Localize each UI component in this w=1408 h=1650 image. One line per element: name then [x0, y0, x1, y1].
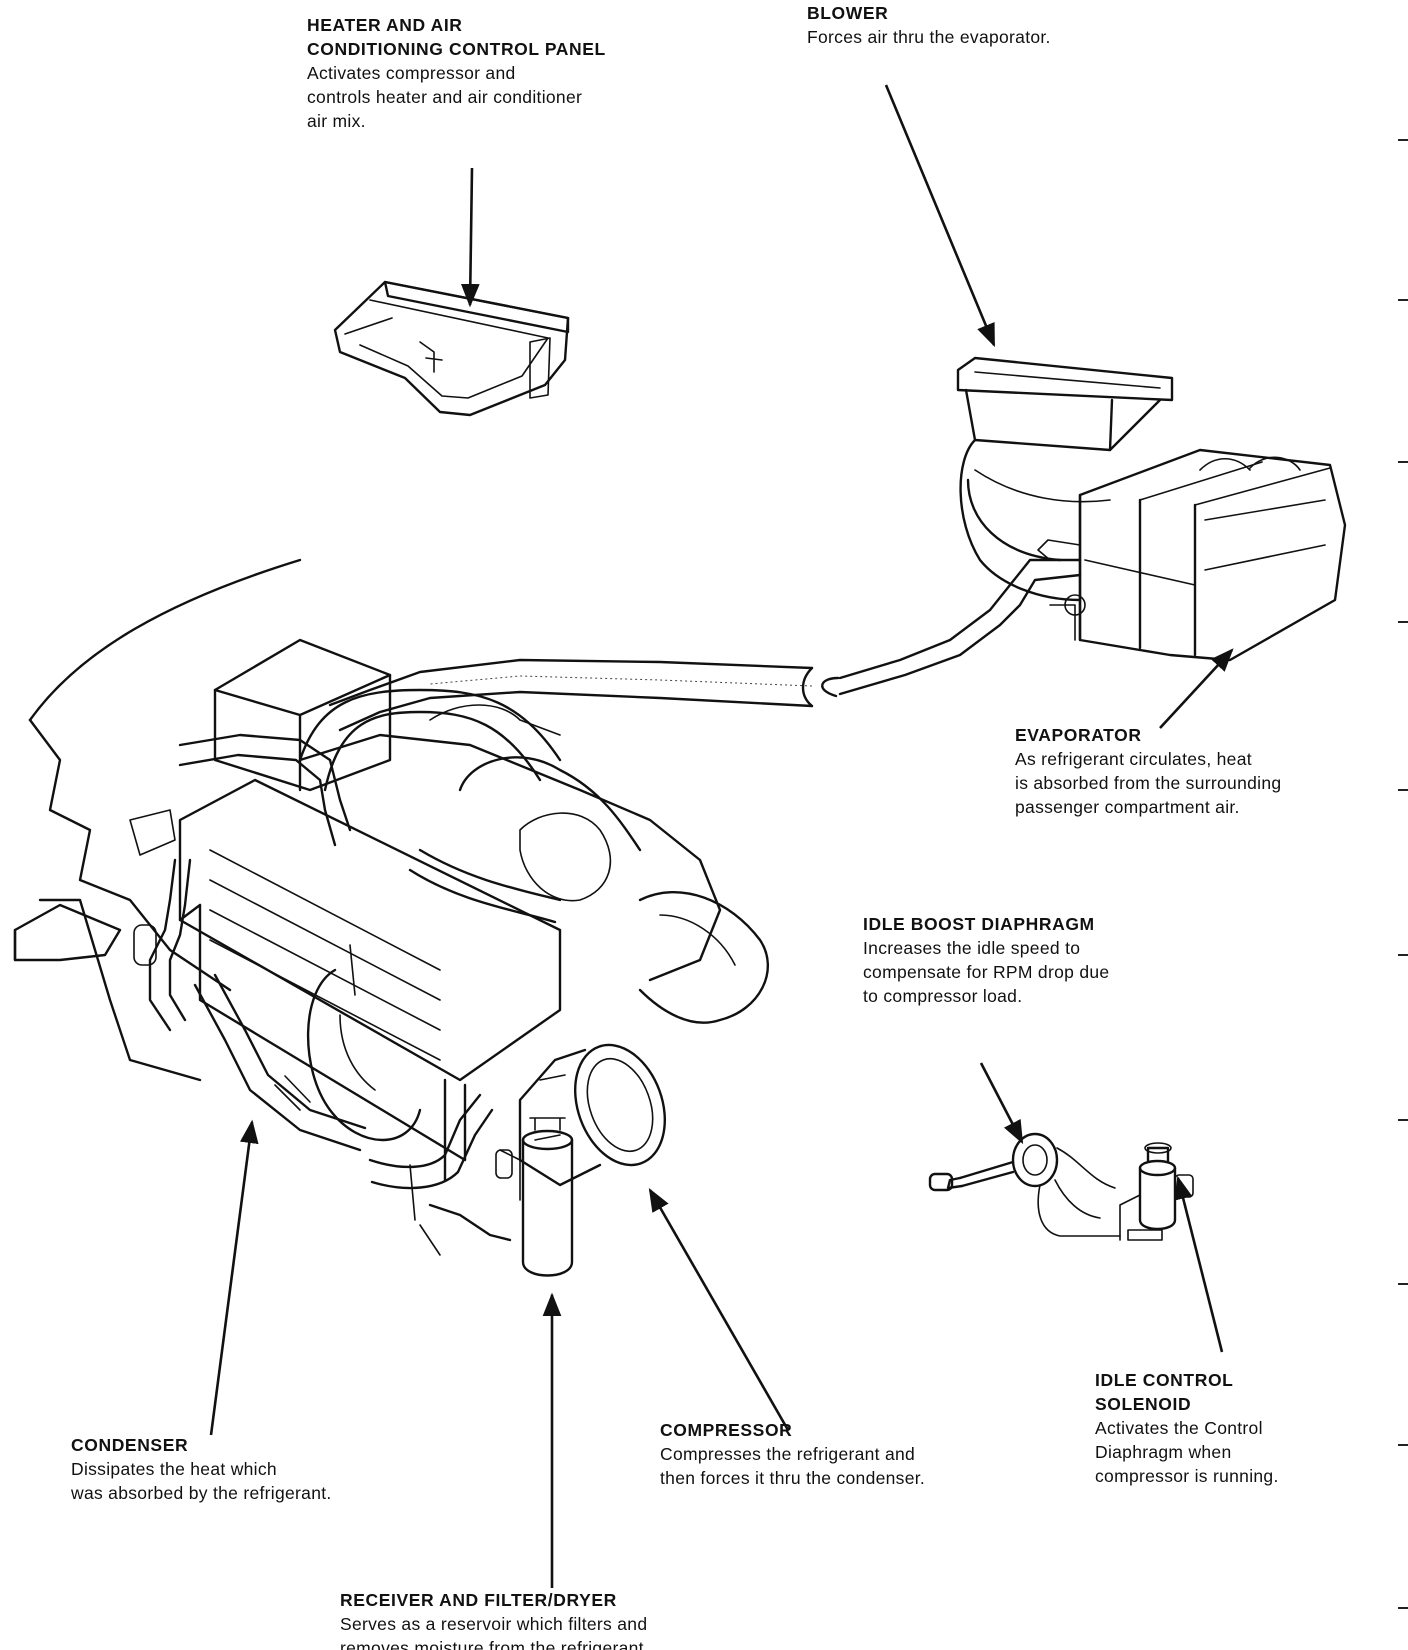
idle-solenoid-title-1: IDLE CONTROL	[1095, 1370, 1234, 1390]
evaporator-title: EVAPORATOR	[1015, 725, 1142, 745]
evaporator-desc-2: is absorbed from the surrounding	[1015, 773, 1282, 793]
margin-ticks	[1398, 139, 1408, 1609]
idle-solenoid-title-2: SOLENOID	[1095, 1394, 1192, 1414]
idle-boost-label: IDLE BOOST DIAPHRAGM Increases the idle …	[863, 912, 1203, 1008]
receiver-dryer-drawing	[495, 1117, 574, 1277]
compressor-desc-1: Compresses the refrigerant and	[660, 1444, 916, 1464]
idle-boost-desc-3: to compressor load.	[863, 986, 1023, 1006]
evaporator-label: EVAPORATOR As refrigerant circulates, he…	[1015, 723, 1375, 819]
compressor-drawing	[518, 1043, 667, 1187]
blower-label: BLOWER Forces air thru the evaporator.	[807, 1, 1147, 49]
control-panel-drawing	[333, 280, 570, 417]
compressor-label: COMPRESSOR Compresses the refrigerant an…	[660, 1418, 1020, 1490]
evaporator-desc-1: As refrigerant circulates, heat	[1015, 749, 1252, 769]
condenser-label: CONDENSER Dissipates the heat which was …	[71, 1433, 431, 1505]
compressor-desc-2: then forces it thru the condenser.	[660, 1468, 926, 1488]
condenser-title: CONDENSER	[71, 1435, 189, 1455]
idle-boost-desc-2: compensate for RPM drop due	[863, 962, 1110, 982]
leader-arrows	[209, 84, 1234, 1588]
idle-solenoid-desc-1: Activates the Control	[1095, 1418, 1263, 1438]
idle-solenoid-label: IDLE CONTROL SOLENOID Activates the Cont…	[1095, 1368, 1395, 1488]
receiver-desc-2: removes moisture from the refrigerant.	[340, 1638, 650, 1650]
compressor-title: COMPRESSOR	[660, 1420, 793, 1440]
receiver-title: RECEIVER AND FILTER/DRYER	[340, 1590, 617, 1610]
condenser-desc-1: Dissipates the heat which	[71, 1459, 277, 1479]
idle-solenoid-desc-2: Diaphragm when	[1095, 1442, 1232, 1462]
receiver-label: RECEIVER AND FILTER/DRYER Serves as a re…	[340, 1588, 760, 1650]
control-panel-title-1: HEATER AND AIR	[307, 15, 463, 35]
control-panel-desc-3: air mix.	[307, 111, 366, 131]
idle-solenoid-desc-3: compressor is running.	[1095, 1466, 1279, 1486]
control-panel-title-2: CONDITIONING CONTROL PANEL	[307, 39, 606, 59]
control-panel-desc-2: controls heater and air conditioner	[307, 87, 583, 107]
blower-desc-1: Forces air thru the evaporator.	[807, 27, 1051, 47]
blower-evaporator-drawing	[838, 356, 1347, 696]
refrigerant-hose	[328, 658, 840, 732]
engine-bay-drawing	[13, 558, 770, 1256]
blower-title: BLOWER	[807, 3, 889, 23]
idle-boost-solenoid-drawing	[928, 1132, 1194, 1241]
condenser-desc-2: was absorbed by the refrigerant.	[71, 1483, 332, 1503]
receiver-desc-1: Serves as a reservoir which filters and	[340, 1614, 648, 1634]
idle-boost-title: IDLE BOOST DIAPHRAGM	[863, 914, 1095, 934]
control-panel-label: HEATER AND AIR CONDITIONING CONTROL PANE…	[307, 13, 667, 133]
evaporator-desc-3: passenger compartment air.	[1015, 797, 1240, 817]
control-panel-desc-1: Activates compressor and	[307, 63, 516, 83]
idle-boost-desc-1: Increases the idle speed to	[863, 938, 1081, 958]
